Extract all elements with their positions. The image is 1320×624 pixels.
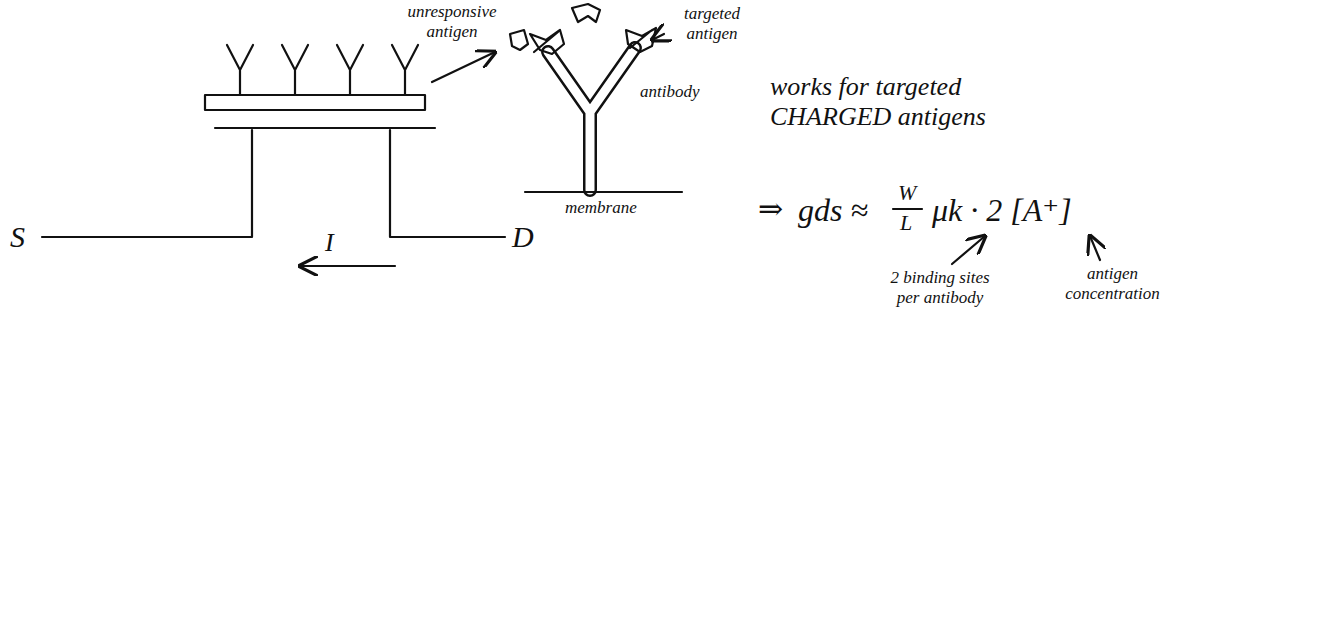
label: targeted antigen bbox=[666, 4, 758, 43]
label: unresponsive antigen bbox=[392, 2, 512, 41]
unresponsive-antigen-shape bbox=[510, 30, 528, 50]
antibody-drawing bbox=[548, 48, 635, 190]
formula-part: μk · 2 [A⁺] bbox=[932, 192, 1072, 229]
formula-part: ⇒ bbox=[758, 192, 783, 227]
formula-part: gds ≈ bbox=[798, 192, 868, 229]
channel-line bbox=[215, 127, 435, 129]
antibody-symbol bbox=[392, 45, 418, 95]
current-label: I bbox=[325, 228, 334, 258]
gate-membrane bbox=[205, 95, 425, 110]
fraction-bar bbox=[893, 208, 922, 210]
source-lead bbox=[42, 130, 252, 237]
current-arrow bbox=[300, 265, 395, 267]
antigen-shape bbox=[572, 4, 600, 22]
antibody-symbol bbox=[337, 45, 363, 95]
antibody-symbol bbox=[227, 45, 253, 95]
label: antibody bbox=[640, 82, 700, 102]
annotation: antigen concentration bbox=[1055, 264, 1170, 303]
terminal-label: D bbox=[512, 220, 534, 255]
leader-line bbox=[1090, 236, 1100, 260]
formula-part: W bbox=[898, 180, 916, 205]
leader-line bbox=[952, 236, 985, 264]
note: works for targeted CHARGED antigens bbox=[770, 72, 1020, 132]
targeted-antigen-shape bbox=[530, 30, 564, 54]
leader-line bbox=[652, 34, 664, 40]
annotation: 2 binding sites per antibody bbox=[885, 268, 995, 307]
terminal-label: S bbox=[10, 220, 25, 255]
formula-part: L bbox=[900, 210, 912, 235]
antibody-symbol bbox=[282, 45, 308, 95]
zoom-arrow bbox=[432, 52, 495, 82]
membrane-line bbox=[525, 191, 682, 193]
label: membrane bbox=[565, 198, 637, 218]
drain-lead bbox=[390, 130, 505, 237]
